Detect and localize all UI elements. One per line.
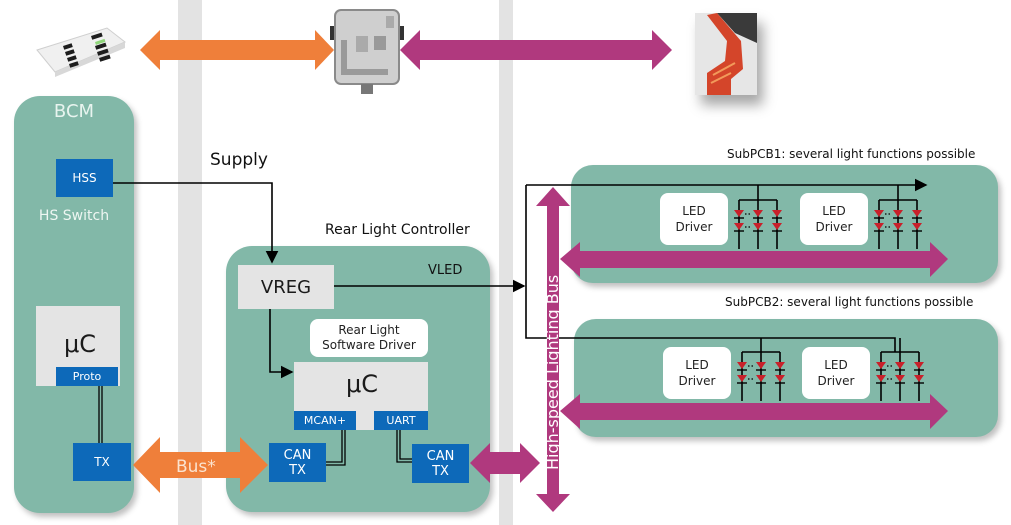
vreg-label: VREG	[260, 276, 312, 298]
subpcb1-title: SubPCB1: several light functions possibl…	[727, 147, 976, 161]
can-tx-right-line2: TX	[432, 463, 449, 479]
hss-label: HSS	[72, 170, 97, 185]
rear-lamp-photo	[695, 13, 757, 95]
bcm-tx-label: TX	[94, 454, 110, 469]
subpcb1-panel	[571, 165, 998, 283]
vled-label: VLED	[428, 263, 463, 278]
subpcb1-led-driver-2: LED Driver	[800, 193, 868, 245]
led-driver-line1: LED	[824, 358, 848, 372]
top-orange-bus-arrow	[140, 30, 334, 70]
top-magenta-bus-arrow	[400, 30, 672, 70]
bcm-module-photo	[35, 22, 127, 77]
led-driver-line1: LED	[822, 204, 846, 218]
subpcb2-title: SubPCB2: several light functions possibl…	[725, 295, 974, 309]
hss-block: HSS	[56, 159, 113, 197]
mcan-port: MCAN+	[294, 411, 356, 430]
subpcb1-led-driver-1: LED Driver	[660, 193, 728, 245]
uart-label: UART	[386, 414, 416, 427]
can-tx-right-block: CAN TX	[412, 444, 469, 483]
led-driver-line2: Driver	[675, 220, 713, 234]
can-tx-left-line1: CAN	[283, 447, 312, 463]
separator-left	[178, 0, 202, 525]
separator-right	[499, 0, 513, 525]
sw-driver-line2: Software Driver	[322, 338, 416, 352]
rear-light-controller-photo	[330, 6, 404, 96]
sw-driver-box: Rear Light Software Driver	[310, 319, 428, 357]
uart-port: UART	[374, 411, 428, 430]
led-driver-line1: LED	[685, 358, 709, 372]
rlc-uc-label: μC	[346, 370, 379, 398]
bcm-tx-block: TX	[73, 443, 131, 481]
can-tx-left-line2: TX	[289, 462, 306, 478]
led-driver-line2: Driver	[815, 220, 853, 234]
rlc-title: Rear Light Controller	[325, 222, 470, 238]
supply-label: Supply	[210, 150, 268, 170]
subpcb2-led-driver-2: LED Driver	[802, 347, 870, 399]
led-driver-line2: Driver	[678, 374, 716, 388]
hs-switch-label: HS Switch	[38, 208, 110, 224]
proto-port: Proto	[56, 367, 118, 386]
can-tx-left-block: CAN TX	[269, 443, 326, 482]
lighting-bus-vertical-arrow	[536, 187, 570, 512]
bcm-title: BCM	[53, 101, 95, 122]
can-tx-right-line1: CAN	[426, 448, 455, 464]
subpcb2-led-driver-1: LED Driver	[663, 347, 731, 399]
bcm-uc-label: μC	[64, 330, 97, 358]
led-driver-line1: LED	[682, 204, 706, 218]
lighting-bus-label: High-speed Lighting Bus	[543, 275, 562, 470]
subpcb2-panel	[574, 319, 998, 437]
sw-driver-line1: Rear Light	[338, 323, 400, 337]
mcan-label: MCAN+	[303, 414, 347, 427]
led-driver-line2: Driver	[817, 374, 855, 388]
vreg-block: VREG	[238, 265, 334, 309]
proto-label: Proto	[72, 370, 102, 383]
